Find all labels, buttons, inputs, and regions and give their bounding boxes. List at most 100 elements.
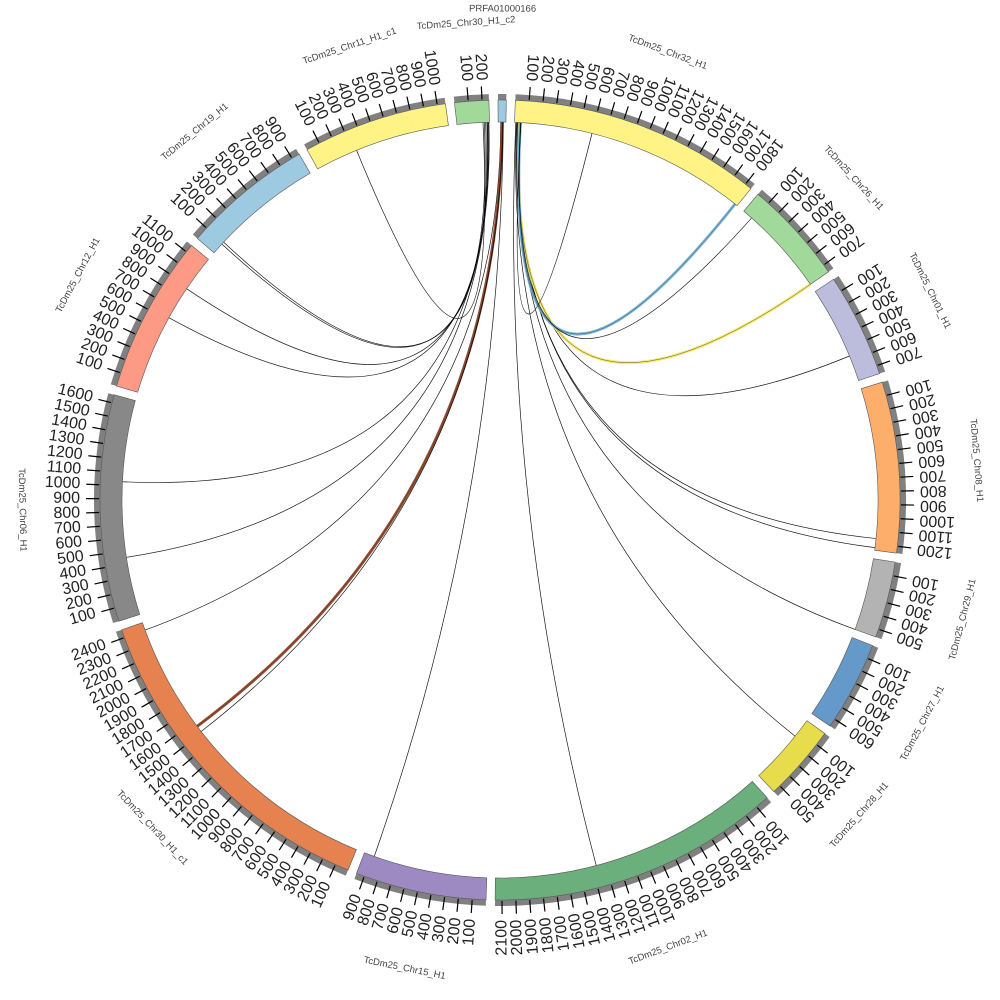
tick-mark [856,683,869,691]
tick-label: 400 [414,912,435,941]
tick-band [192,148,300,239]
tick-mark [789,776,801,787]
tick-label: 1400 [50,411,88,434]
tick-mark [316,859,323,872]
tick-mark [883,615,897,621]
chromosome-TcDm25_Chr02_H1[interactable]: 1002003004005006007008009001000110012001… [493,780,793,967]
tick-mark [899,532,913,535]
chromosome-TcDm25_Chr30_H1_c1[interactable]: 1002003004005006007008009001000110012001… [69,622,357,911]
tick-label: 800 [920,482,947,500]
chromosome-band[interactable] [811,637,873,727]
tick-mark [835,719,847,728]
tick-mark [675,127,682,140]
tick-mark [400,889,405,903]
chromosome-TcDm25_Chr19_H1[interactable]: 100200300400500600700800900TcDm25_Chr19_… [159,101,311,254]
tick-mark [861,320,874,328]
tick-mark [428,894,432,908]
tick-mark [116,650,129,657]
tick-mark [610,102,616,115]
chromosome-TcDm25_Chr08_H1[interactable]: 100200300400500600700800900100011001200T… [860,375,985,561]
tick-mark [711,839,720,852]
tick-mark [173,746,185,756]
tick-mark [358,877,365,890]
tick-mark [841,283,854,291]
chromosome-TcDm25_Chr12_H1[interactable]: 10020030040050060070080090010001100TcDm2… [54,211,209,393]
tick-mark [329,865,336,878]
tick-mark [221,796,232,808]
tick-mark [711,148,720,160]
tick-mark [778,202,789,213]
chromosome-band[interactable] [116,244,209,393]
tick-mark [893,419,907,423]
tick-mark [797,222,809,233]
tick-label: 300 [551,57,572,86]
tick-label: 400 [566,59,587,88]
chromosome-TcDm25_Chr11_H1_c1[interactable]: 1002003004005006007008009001000TcDm25_Ch… [291,26,449,170]
chromosome-TcDm25_Chr32_H1[interactable]: 1002003004005006007008009001000110012001… [514,33,787,207]
chromosome-band[interactable] [196,153,311,254]
chromosome-band[interactable] [854,558,896,638]
chromosome-TcDm25_Chr15_H1[interactable]: 100200300400500600700800900TcDm25_Chr15_… [340,852,488,982]
tick-mark [756,807,767,818]
chromosome-band[interactable] [494,780,768,901]
tick-mark [848,295,861,303]
tick-mark [687,853,696,866]
tick-mark [649,115,656,129]
chromosome-PRFA01000166[interactable]: PRFA01000166 [469,3,536,123]
chromosome-band[interactable] [743,193,829,285]
chromosome-band[interactable] [860,381,901,554]
tick-mark [808,755,820,765]
tick-label: 1600 [566,912,589,950]
chromosome-band[interactable] [99,394,141,622]
tick-mark [480,86,483,100]
tick-band [354,873,487,906]
chromosome-band[interactable] [121,622,357,871]
tick-mark [191,767,203,778]
tick-mark [121,663,135,670]
tick-mark [624,880,630,894]
tick-label: 200 [907,390,937,413]
tick-mark [597,98,602,112]
tick-mark [849,695,862,703]
synteny-link [223,122,487,348]
tick-label: 200 [445,917,465,945]
tick-mark [201,777,212,788]
chromosome-label: TcDm25_Chr32_H1 [627,33,709,73]
tick-mark [129,315,142,322]
chromosome-band[interactable] [356,852,488,901]
synteny-link [513,122,597,866]
tick-mark [260,161,269,174]
chromosome-band[interactable] [758,720,826,793]
tick-label: 600 [384,906,407,936]
tick-label: 1000 [919,511,955,530]
chromosome-band[interactable] [454,99,490,125]
tick-mark [807,233,818,244]
tick-mark [211,787,222,798]
tick-label: 200 [472,53,490,81]
tick-mark [434,91,438,105]
synteny-link [516,122,877,539]
tick-mark [542,898,546,912]
tick-mark [788,212,799,223]
chromosome-band[interactable] [814,278,880,381]
tick-mark [816,744,828,754]
tick-mark [900,518,914,520]
tick-mark [456,898,459,912]
synteny-link [518,122,752,339]
tick-label: 100 [460,918,479,946]
tick-mark [515,900,517,914]
tick-mark [142,289,155,298]
tick-label: 900 [407,60,429,90]
tick-label: 700 [377,66,400,96]
tick-mark [205,207,216,218]
chromosome-TcDm25_Chr06_H1[interactable]: 1002003004005006007008009001000110012001… [16,381,141,629]
tick-mark [338,118,345,131]
tick-label: 900 [53,490,80,507]
chromosome-band[interactable] [514,99,752,207]
tick-label: 700 [369,901,393,931]
chromosome-band[interactable] [306,103,449,170]
chromosome-band[interactable] [497,99,507,123]
